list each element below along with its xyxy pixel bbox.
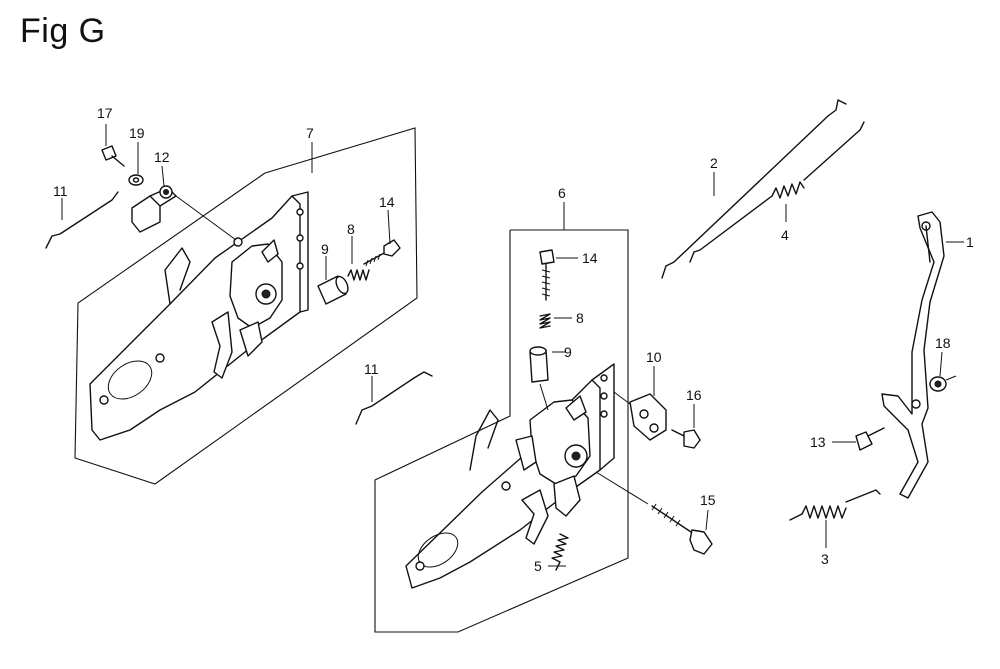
callout-15: 15 bbox=[700, 492, 716, 508]
plate-hole-center-2 bbox=[501, 481, 511, 491]
rod-4-spring bbox=[771, 181, 805, 199]
lever-arm-center bbox=[553, 475, 581, 517]
control-lever-1 bbox=[881, 211, 945, 499]
rod-4-end bbox=[803, 121, 865, 181]
assembly-7-group bbox=[45, 124, 418, 485]
callout-16: 16 bbox=[686, 387, 702, 403]
plate-hole-left-2 bbox=[155, 353, 165, 363]
clamp-10 bbox=[613, 391, 667, 441]
callout-6: 6 bbox=[558, 185, 566, 201]
figure-title: Fig G bbox=[20, 12, 106, 50]
callout-4: 4 bbox=[781, 227, 789, 243]
plate-hole-left-1 bbox=[99, 395, 109, 405]
plate-flange-center bbox=[591, 363, 615, 471]
lever-tip-left bbox=[261, 239, 279, 263]
bolt-15 bbox=[595, 471, 713, 555]
callout-11-left: 11 bbox=[53, 183, 68, 199]
spring-8-center bbox=[539, 313, 551, 329]
callout-12: 12 bbox=[154, 149, 170, 165]
callout-14-center: 14 bbox=[582, 250, 598, 266]
lever-tip-center bbox=[565, 395, 587, 421]
link-rod-11-middle bbox=[355, 371, 433, 425]
spring-8-left bbox=[347, 269, 370, 281]
callout-7: 7 bbox=[306, 125, 314, 141]
assembly-6-group bbox=[374, 202, 713, 633]
screw-13 bbox=[855, 427, 885, 451]
plate-hole-center-1 bbox=[415, 561, 425, 571]
callout-18-leader bbox=[939, 351, 943, 377]
callout-10: 10 bbox=[646, 349, 662, 365]
collar-guide-line bbox=[539, 383, 549, 411]
stop-arm-center bbox=[521, 489, 549, 545]
lever-pivot-center-left bbox=[261, 289, 271, 299]
flange-hole-3 bbox=[296, 262, 304, 270]
lever-pivot-center-dot bbox=[571, 451, 581, 461]
callout-11-middle: 11 bbox=[364, 361, 379, 377]
flange-hole-c1 bbox=[600, 374, 608, 382]
assembly-6-frame bbox=[374, 229, 629, 633]
callout-13: 13 bbox=[810, 434, 826, 450]
stop-arm-left bbox=[211, 311, 233, 379]
lever-tab-center bbox=[515, 435, 537, 471]
control-lever-mechanism-left bbox=[229, 243, 283, 329]
callout-8-left: 8 bbox=[347, 221, 355, 237]
plate-tab-center bbox=[469, 409, 499, 471]
callout-1: 1 bbox=[966, 234, 974, 250]
callout-19: 19 bbox=[129, 125, 145, 141]
screw-17 bbox=[101, 145, 125, 167]
callout-8-center: 8 bbox=[576, 310, 584, 326]
link-rod-2 bbox=[661, 99, 847, 279]
link-rod-4 bbox=[689, 195, 773, 263]
bolt-14-left bbox=[363, 239, 401, 267]
flange-hole-1 bbox=[296, 208, 304, 216]
callout-9-center: 9 bbox=[564, 344, 572, 360]
callout-12-leader bbox=[161, 165, 165, 187]
callout-14-left: 14 bbox=[379, 194, 395, 210]
callout-17: 17 bbox=[97, 105, 113, 121]
callout-3: 3 bbox=[821, 551, 829, 567]
callout-14-leader-left bbox=[387, 209, 391, 245]
flange-hole-c2 bbox=[600, 392, 608, 400]
spring-5 bbox=[551, 533, 569, 571]
spring-3 bbox=[789, 489, 881, 521]
nut-18 bbox=[929, 375, 957, 392]
callout-18: 18 bbox=[935, 335, 951, 351]
assembly-7-frame bbox=[74, 127, 418, 485]
plate-flange-left bbox=[291, 191, 309, 313]
flange-hole-2 bbox=[296, 234, 304, 242]
plate-opening-left bbox=[107, 360, 153, 400]
callout-9-left: 9 bbox=[321, 241, 329, 257]
collar-9-left bbox=[317, 275, 349, 305]
wire-clamp-12 bbox=[131, 185, 237, 241]
bolt-14-center bbox=[539, 249, 555, 301]
callout-2: 2 bbox=[710, 155, 718, 171]
washer-19 bbox=[128, 174, 144, 186]
flange-hole-c3 bbox=[600, 410, 608, 418]
nut-16 bbox=[671, 429, 701, 449]
plate-tab-left bbox=[164, 247, 191, 305]
callout-5: 5 bbox=[534, 558, 542, 574]
collar-9-center bbox=[529, 346, 549, 383]
callout-15-leader bbox=[705, 509, 709, 531]
lever-arm-left bbox=[239, 321, 263, 357]
link-rod-11-left bbox=[45, 191, 119, 249]
